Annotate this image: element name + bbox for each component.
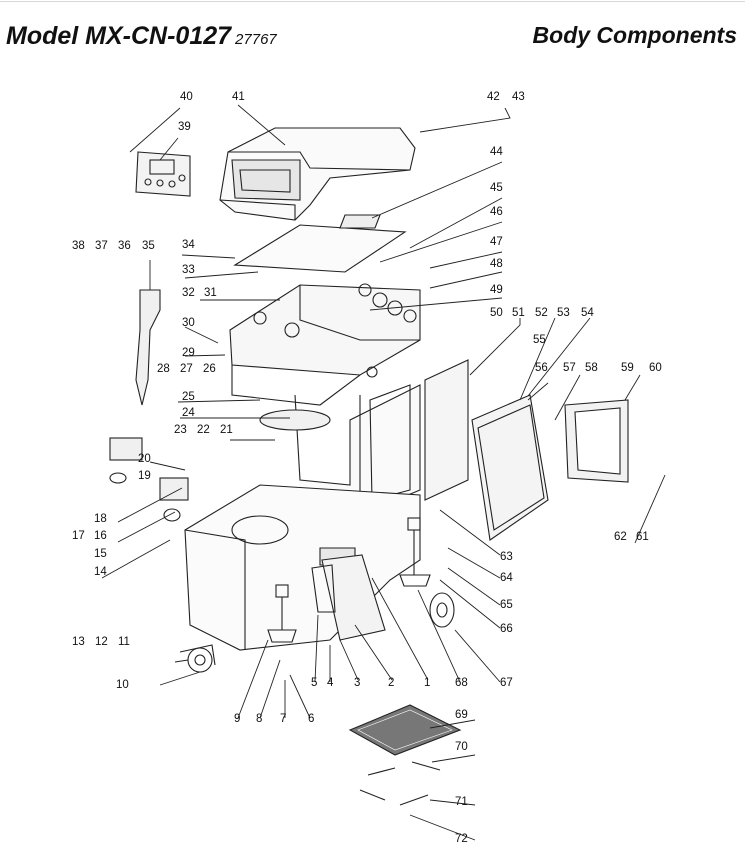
callout-8: 8 [256,713,262,725]
callout-32: 32 [182,287,195,299]
callout-2: 2 [388,677,394,689]
section-title: Body Components [532,22,737,48]
grid-plate-part [348,704,462,756]
callout-54: 54 [581,307,594,319]
callout-29: 29 [182,347,195,359]
callout-24: 24 [182,407,195,419]
callout-46: 46 [490,206,503,218]
callout-72: 72 [455,833,468,845]
callout-9: 9 [234,713,240,725]
callout-67: 67 [500,677,513,689]
callout-labels: 40 39 41 42 43 44 45 46 47 48 49 38 37 3… [72,91,662,845]
top-plate-part [233,214,407,273]
callout-19: 19 [138,470,151,482]
callout-10: 10 [116,679,129,691]
callout-16: 16 [94,530,107,542]
mixing-arm-part [135,289,161,406]
callout-33: 33 [182,264,195,276]
callout-65: 65 [500,599,513,611]
callout-38: 38 [72,240,85,252]
callout-20: 20 [138,453,151,465]
callout-40: 40 [180,91,193,103]
base-body-part [184,484,421,651]
callout-66: 66 [500,623,513,635]
callout-61: 61 [636,531,649,543]
column-body-part [259,384,421,516]
bracket-part [359,761,441,806]
control-panel-part [135,151,191,197]
top-divider [0,1,745,2]
model-title: Model MX-CN-0127 [6,22,232,50]
callout-6: 6 [308,713,314,725]
callout-15: 15 [94,548,107,560]
callout-70: 70 [455,741,468,753]
callout-45: 45 [490,182,503,194]
callout-25: 25 [182,391,195,403]
callout-62: 62 [614,531,627,543]
callout-57: 57 [563,362,576,374]
callout-59: 59 [621,362,634,374]
callout-14: 14 [94,566,107,578]
callout-50: 50 [490,307,503,319]
callout-37: 37 [95,240,108,252]
side-panel-part [424,359,469,501]
callout-21: 21 [220,424,233,436]
callout-39: 39 [178,121,191,133]
callout-11: 11 [118,636,130,648]
callout-31: 31 [204,287,217,299]
upper-housing-part [229,283,421,406]
callout-41: 41 [232,91,245,103]
callout-7: 7 [280,713,286,725]
callout-27: 27 [180,363,193,375]
callout-18: 18 [94,513,107,525]
callout-58: 58 [585,362,598,374]
callout-3: 3 [354,677,360,689]
callout-56: 56 [535,362,548,374]
callout-49: 49 [490,284,503,296]
rear-panel-part [311,554,386,641]
callout-4: 4 [327,677,334,689]
callout-12: 12 [95,636,108,648]
callout-52: 52 [535,307,548,319]
callout-17: 17 [72,530,85,542]
callout-68: 68 [455,677,468,689]
callout-64: 64 [500,572,513,584]
callout-69: 69 [455,709,468,721]
callout-43: 43 [512,91,525,103]
callout-28: 28 [157,363,170,375]
caster-wheel-part [179,644,216,673]
callout-53: 53 [557,307,570,319]
window-part [564,399,629,483]
callout-22: 22 [197,424,210,436]
callout-26: 26 [203,363,216,375]
callout-1: 1 [424,677,430,689]
callout-23: 23 [174,424,187,436]
door-frame-part [471,394,549,541]
callout-36: 36 [118,240,131,252]
leader-lines [101,104,666,841]
callout-42: 42 [487,91,500,103]
callout-13: 13 [72,636,85,648]
callout-35: 35 [142,240,155,252]
clamp-assembly-part [109,437,189,522]
callout-71: 71 [455,796,468,808]
callout-44: 44 [490,146,503,158]
callout-5: 5 [311,677,317,689]
adjustable-foot-part [267,517,431,643]
callout-51: 51 [512,307,525,319]
model-code: 27767 [235,31,277,48]
callout-63: 63 [500,551,513,563]
callout-55: 55 [533,334,546,346]
callout-47: 47 [490,236,503,248]
top-cover-part [219,127,416,221]
callout-60: 60 [649,362,662,374]
caster-wheel-part [429,592,455,628]
callout-30: 30 [182,317,195,329]
callout-48: 48 [490,258,503,270]
callout-34: 34 [182,239,195,251]
